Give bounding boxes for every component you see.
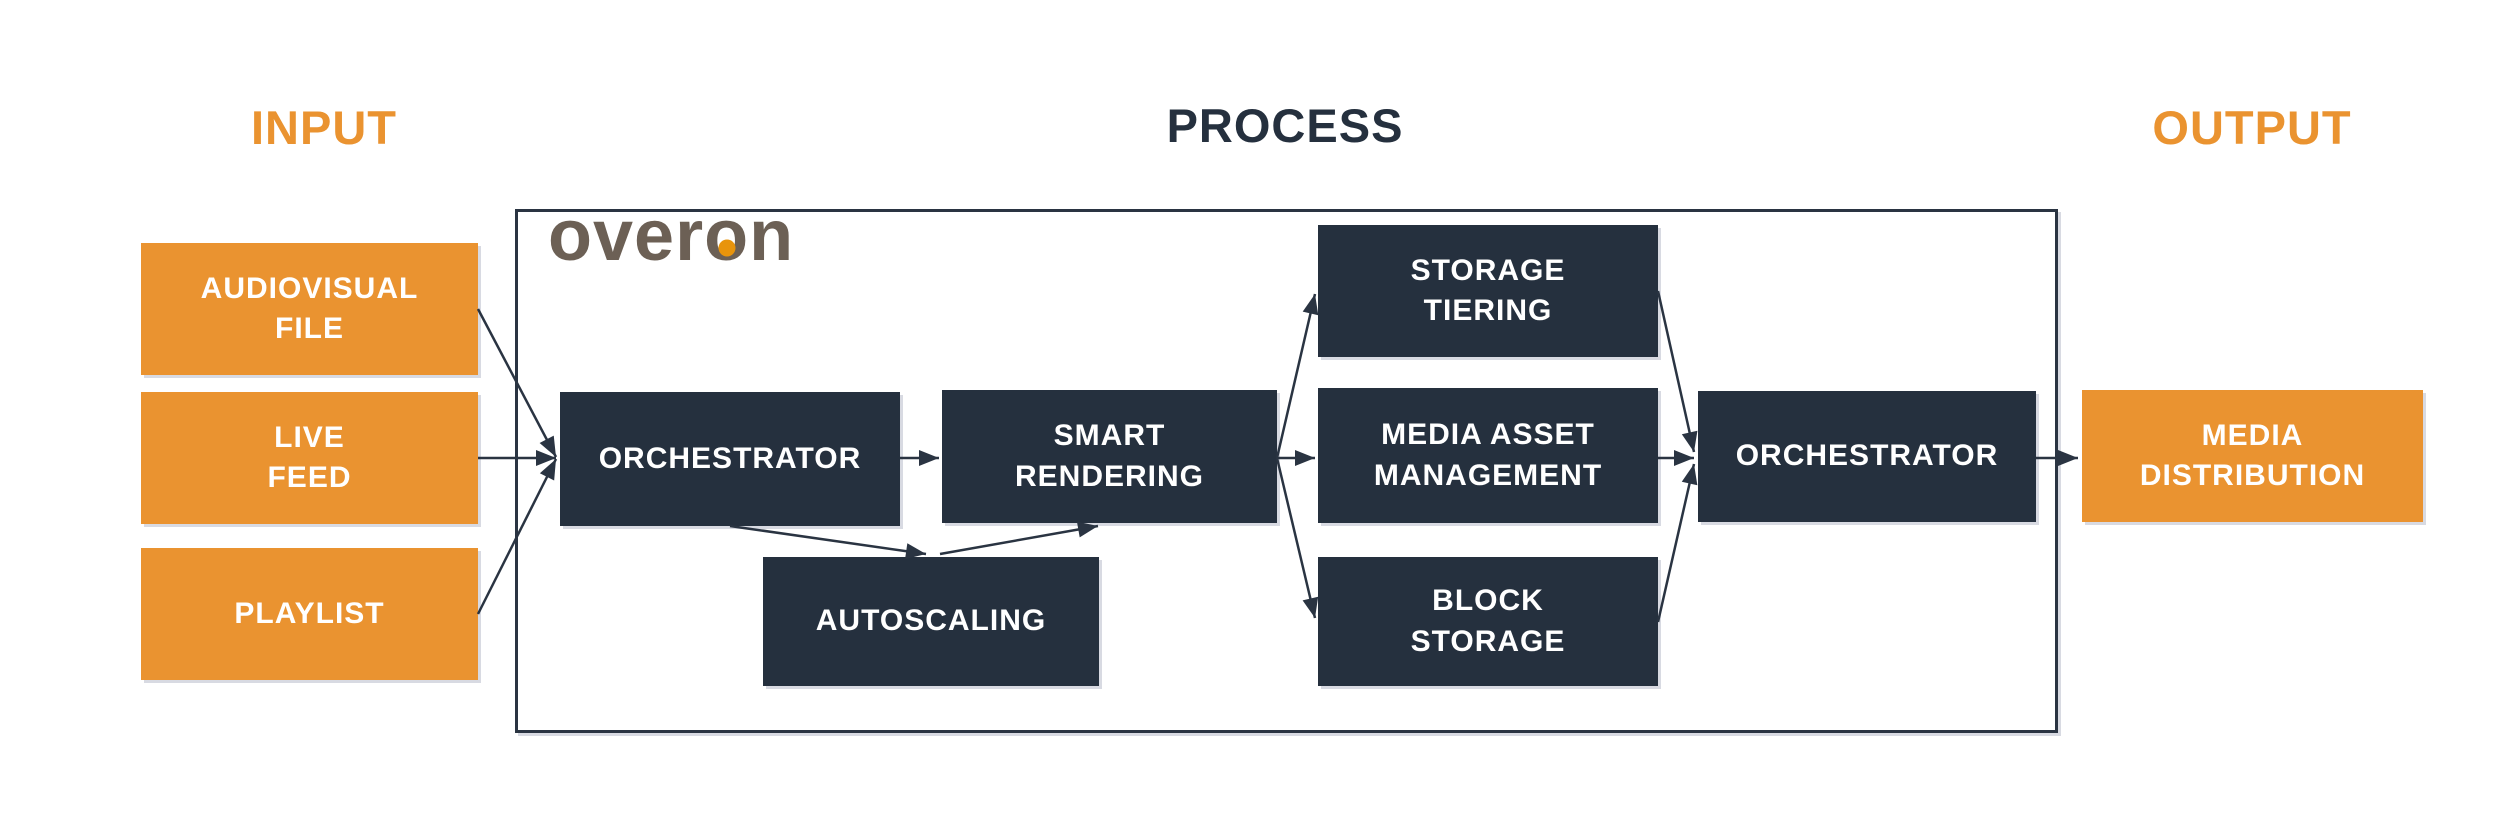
process-section-header: PROCESS — [1166, 99, 1404, 152]
input-section-header: INPUT — [251, 101, 397, 154]
node-autoscaling: AUTOSCALING — [763, 557, 1099, 686]
node-smart-rendering: SMART RENDERING — [942, 390, 1277, 523]
node-audiovisual-file: AUDIOVISUAL FILE — [141, 243, 478, 375]
output-section-header: OUTPUT — [2152, 101, 2352, 154]
logo-letter-o: o — [704, 196, 750, 276]
node-storage-tiering: STORAGE TIERING — [1318, 225, 1658, 357]
node-orchestrator-1: ORCHESTRATOR — [560, 392, 900, 526]
node-block-storage: BLOCK STORAGE — [1318, 557, 1658, 686]
node-media-asset-management: MEDIA ASSET MANAGEMENT — [1318, 388, 1658, 523]
logo-text-post: n — [749, 196, 795, 276]
node-playlist: PLAYLIST — [141, 548, 478, 680]
logo-text-pre: over — [548, 196, 705, 276]
node-orchestrator-2: ORCHESTRATOR — [1698, 391, 2036, 522]
node-media-distribution: MEDIA DISTRIBUTION — [2082, 390, 2423, 522]
node-live-feed: LIVE FEED — [141, 392, 478, 524]
logo-orange-dot-icon — [718, 239, 736, 257]
